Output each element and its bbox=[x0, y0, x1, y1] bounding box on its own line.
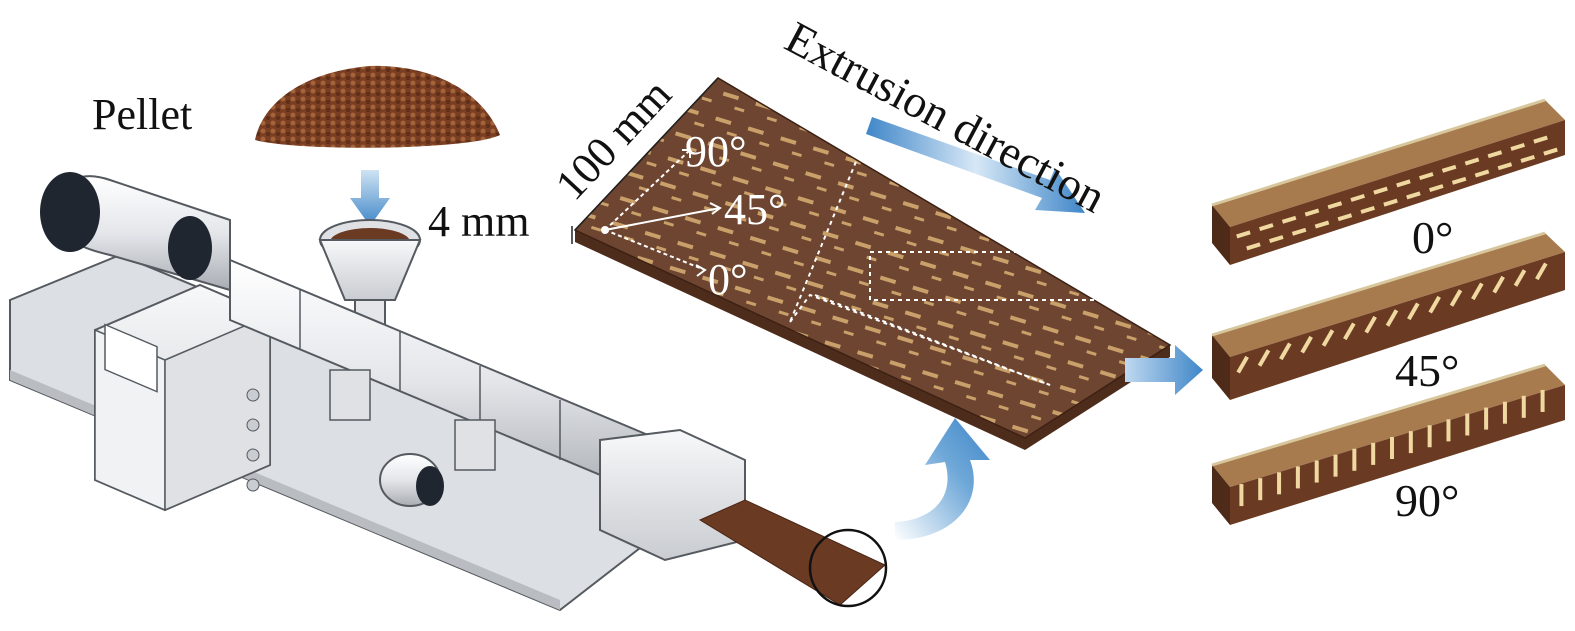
fiber-mark bbox=[1471, 282, 1484, 301]
curved-arrow-icon bbox=[895, 418, 990, 540]
fiber-mark bbox=[1446, 419, 1451, 442]
fiber-mark bbox=[1427, 425, 1432, 448]
pellet-label: Pellet bbox=[92, 90, 193, 139]
fiber-mark bbox=[1521, 395, 1526, 418]
fiber-mark bbox=[1465, 413, 1470, 436]
plate-angle-45-label: 45° bbox=[724, 185, 786, 234]
fiber-mark bbox=[1510, 142, 1525, 151]
fiber-mark bbox=[1281, 215, 1297, 224]
fiber-mark bbox=[1352, 448, 1357, 471]
right-arrow-icon bbox=[1125, 345, 1203, 395]
fiber-mark bbox=[1277, 472, 1282, 495]
pellet-pile-icon bbox=[255, 65, 500, 148]
fiber-mark bbox=[1385, 309, 1399, 327]
fiber-mark bbox=[1533, 135, 1548, 144]
fiber-mark bbox=[1371, 442, 1376, 465]
fiber-mark bbox=[1327, 201, 1343, 210]
fiber-mark bbox=[1258, 478, 1263, 501]
composite-plate-icon bbox=[573, 77, 1172, 450]
fiber-mark bbox=[1543, 147, 1558, 156]
fiber-mark bbox=[1407, 302, 1420, 321]
strip-0-label: 0° bbox=[1412, 212, 1454, 263]
fiber-mark bbox=[1535, 262, 1548, 281]
fiber-mark bbox=[1295, 466, 1300, 489]
dimension-line-icon bbox=[571, 77, 719, 244]
fiber-mark bbox=[1304, 208, 1320, 217]
fiber-mark bbox=[1343, 322, 1356, 341]
fiber-mark bbox=[1449, 289, 1463, 307]
strip-90-label: 90° bbox=[1395, 475, 1460, 526]
fiber-mark bbox=[1246, 242, 1261, 251]
thickness-label: 4 mm bbox=[428, 197, 530, 246]
plate-angle-0-label: 0° bbox=[708, 255, 748, 304]
specimen-strip-90-icon bbox=[1211, 363, 1565, 525]
strip-45-label: 45° bbox=[1395, 345, 1460, 396]
specimen-strip-45-icon bbox=[1211, 231, 1565, 400]
fiber-mark bbox=[1428, 295, 1441, 314]
fiber-mark bbox=[1257, 349, 1271, 367]
fiber-mark bbox=[1497, 162, 1513, 171]
fiber-mark bbox=[1350, 193, 1365, 202]
fiber-mark bbox=[1364, 315, 1377, 334]
fiber-mark bbox=[1314, 460, 1319, 483]
extruder-machine-icon bbox=[9, 172, 888, 612]
fiber-mark bbox=[1383, 198, 1398, 207]
fiber-mark bbox=[1487, 150, 1503, 159]
fiber-mark bbox=[1321, 329, 1335, 347]
fiber-mark bbox=[1540, 389, 1545, 412]
fiber-mark bbox=[1396, 179, 1411, 188]
fiber-mark bbox=[1390, 437, 1394, 459]
fiber-mark bbox=[1408, 431, 1413, 454]
fiber-mark bbox=[1360, 205, 1375, 214]
fiber-mark bbox=[1291, 227, 1307, 236]
fiber-mark bbox=[1406, 191, 1421, 200]
down-arrow-icon bbox=[350, 170, 390, 226]
fiber-mark bbox=[1314, 220, 1330, 229]
fiber-mark bbox=[1236, 230, 1251, 239]
specimen-strip-0-icon bbox=[1211, 98, 1565, 265]
fiber-mark bbox=[1333, 454, 1338, 477]
fiber-mark bbox=[1474, 169, 1490, 178]
plate-angle-90-label: 90° bbox=[685, 127, 747, 176]
fiber-mark bbox=[1484, 407, 1489, 430]
fiber-mark bbox=[1236, 355, 1249, 374]
fiber-mark bbox=[1279, 342, 1292, 361]
fiber-mark bbox=[1502, 401, 1507, 424]
fiber-mark bbox=[1429, 184, 1444, 193]
fiber-mark bbox=[1464, 157, 1480, 166]
fiber-mark bbox=[1451, 176, 1467, 185]
extrusion-direction-arrow-icon bbox=[866, 117, 1085, 213]
fiber-mark bbox=[1520, 154, 1535, 163]
fiber-mark bbox=[1441, 164, 1457, 173]
fiber-mark bbox=[1239, 484, 1244, 507]
fiber-mark bbox=[1513, 269, 1527, 287]
fiber-mark bbox=[1259, 223, 1274, 232]
fiber-mark bbox=[1337, 213, 1353, 222]
fiber-mark bbox=[1269, 235, 1284, 244]
fiber-mark bbox=[1419, 172, 1434, 181]
fiber-mark bbox=[1300, 335, 1313, 354]
fiber-mark bbox=[1492, 275, 1505, 294]
fiber-mark bbox=[1373, 186, 1388, 195]
